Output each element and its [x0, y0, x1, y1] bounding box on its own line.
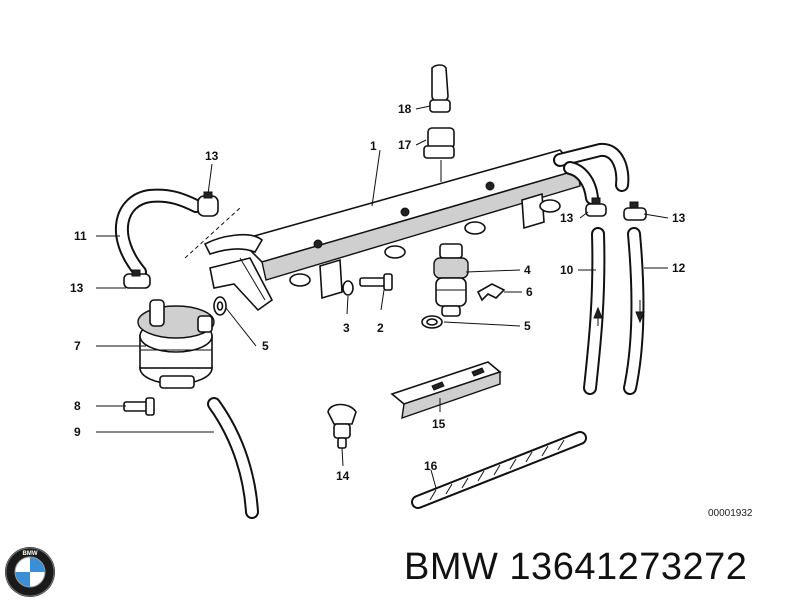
vacuum-hose [115, 188, 203, 279]
callout-10: 10 [560, 263, 574, 277]
washer [342, 280, 354, 296]
bmw-logo-letters: BMW [23, 551, 38, 557]
fuel-hose-12 [623, 227, 645, 395]
callout-7: 7 [74, 339, 81, 353]
hose-clamp-top-left [197, 191, 219, 217]
callout-4: 4 [524, 263, 531, 277]
callout-13d: 13 [672, 211, 686, 225]
diagram-reference-code: 00001932 [708, 508, 753, 519]
connector-cap [429, 64, 451, 113]
fuel-injector [433, 243, 469, 317]
callout-5a: 5 [262, 339, 269, 353]
hose-clamp-right-a [585, 197, 607, 217]
callout-13a: 13 [205, 149, 219, 163]
callout-15: 15 [432, 417, 446, 431]
bmw-logo-icon: BMW [5, 547, 55, 597]
fuel-rail [184, 149, 581, 312]
part-title: BMW 13641273272 [404, 546, 748, 588]
callout-11: 11 [74, 229, 87, 243]
callout-2: 2 [377, 321, 384, 335]
callout-3: 3 [343, 321, 350, 335]
pressure-regulator [137, 299, 215, 389]
callout-13b: 13 [70, 281, 84, 295]
injector-clip [476, 283, 506, 302]
callout-16: 16 [424, 459, 438, 473]
callout-14: 14 [336, 469, 350, 483]
return-pipe [553, 143, 630, 205]
clip-14 [327, 403, 357, 449]
hose-clamp-right-b [623, 201, 647, 221]
hose-clamp-left [123, 269, 151, 289]
fuel-hose-10 [583, 227, 606, 395]
callout-5b: 5 [524, 319, 531, 333]
callout-1: 1 [370, 139, 377, 153]
screw-8 [123, 397, 155, 416]
bracket-15 [390, 361, 502, 420]
callout-8: 8 [74, 399, 81, 413]
callout-12: 12 [672, 261, 686, 275]
o-ring-seal [421, 315, 443, 329]
fuel-hose-9 [207, 397, 259, 519]
screw [359, 273, 393, 291]
callout-18: 18 [398, 102, 412, 116]
protective-hose-16 [411, 431, 587, 509]
callout-6: 6 [526, 285, 533, 299]
callout-17: 17 [398, 138, 412, 152]
callout-9: 9 [74, 425, 81, 439]
leader-lines [96, 105, 669, 489]
callout-13c: 13 [560, 211, 574, 225]
seal-left [213, 296, 227, 316]
connector [423, 127, 455, 182]
